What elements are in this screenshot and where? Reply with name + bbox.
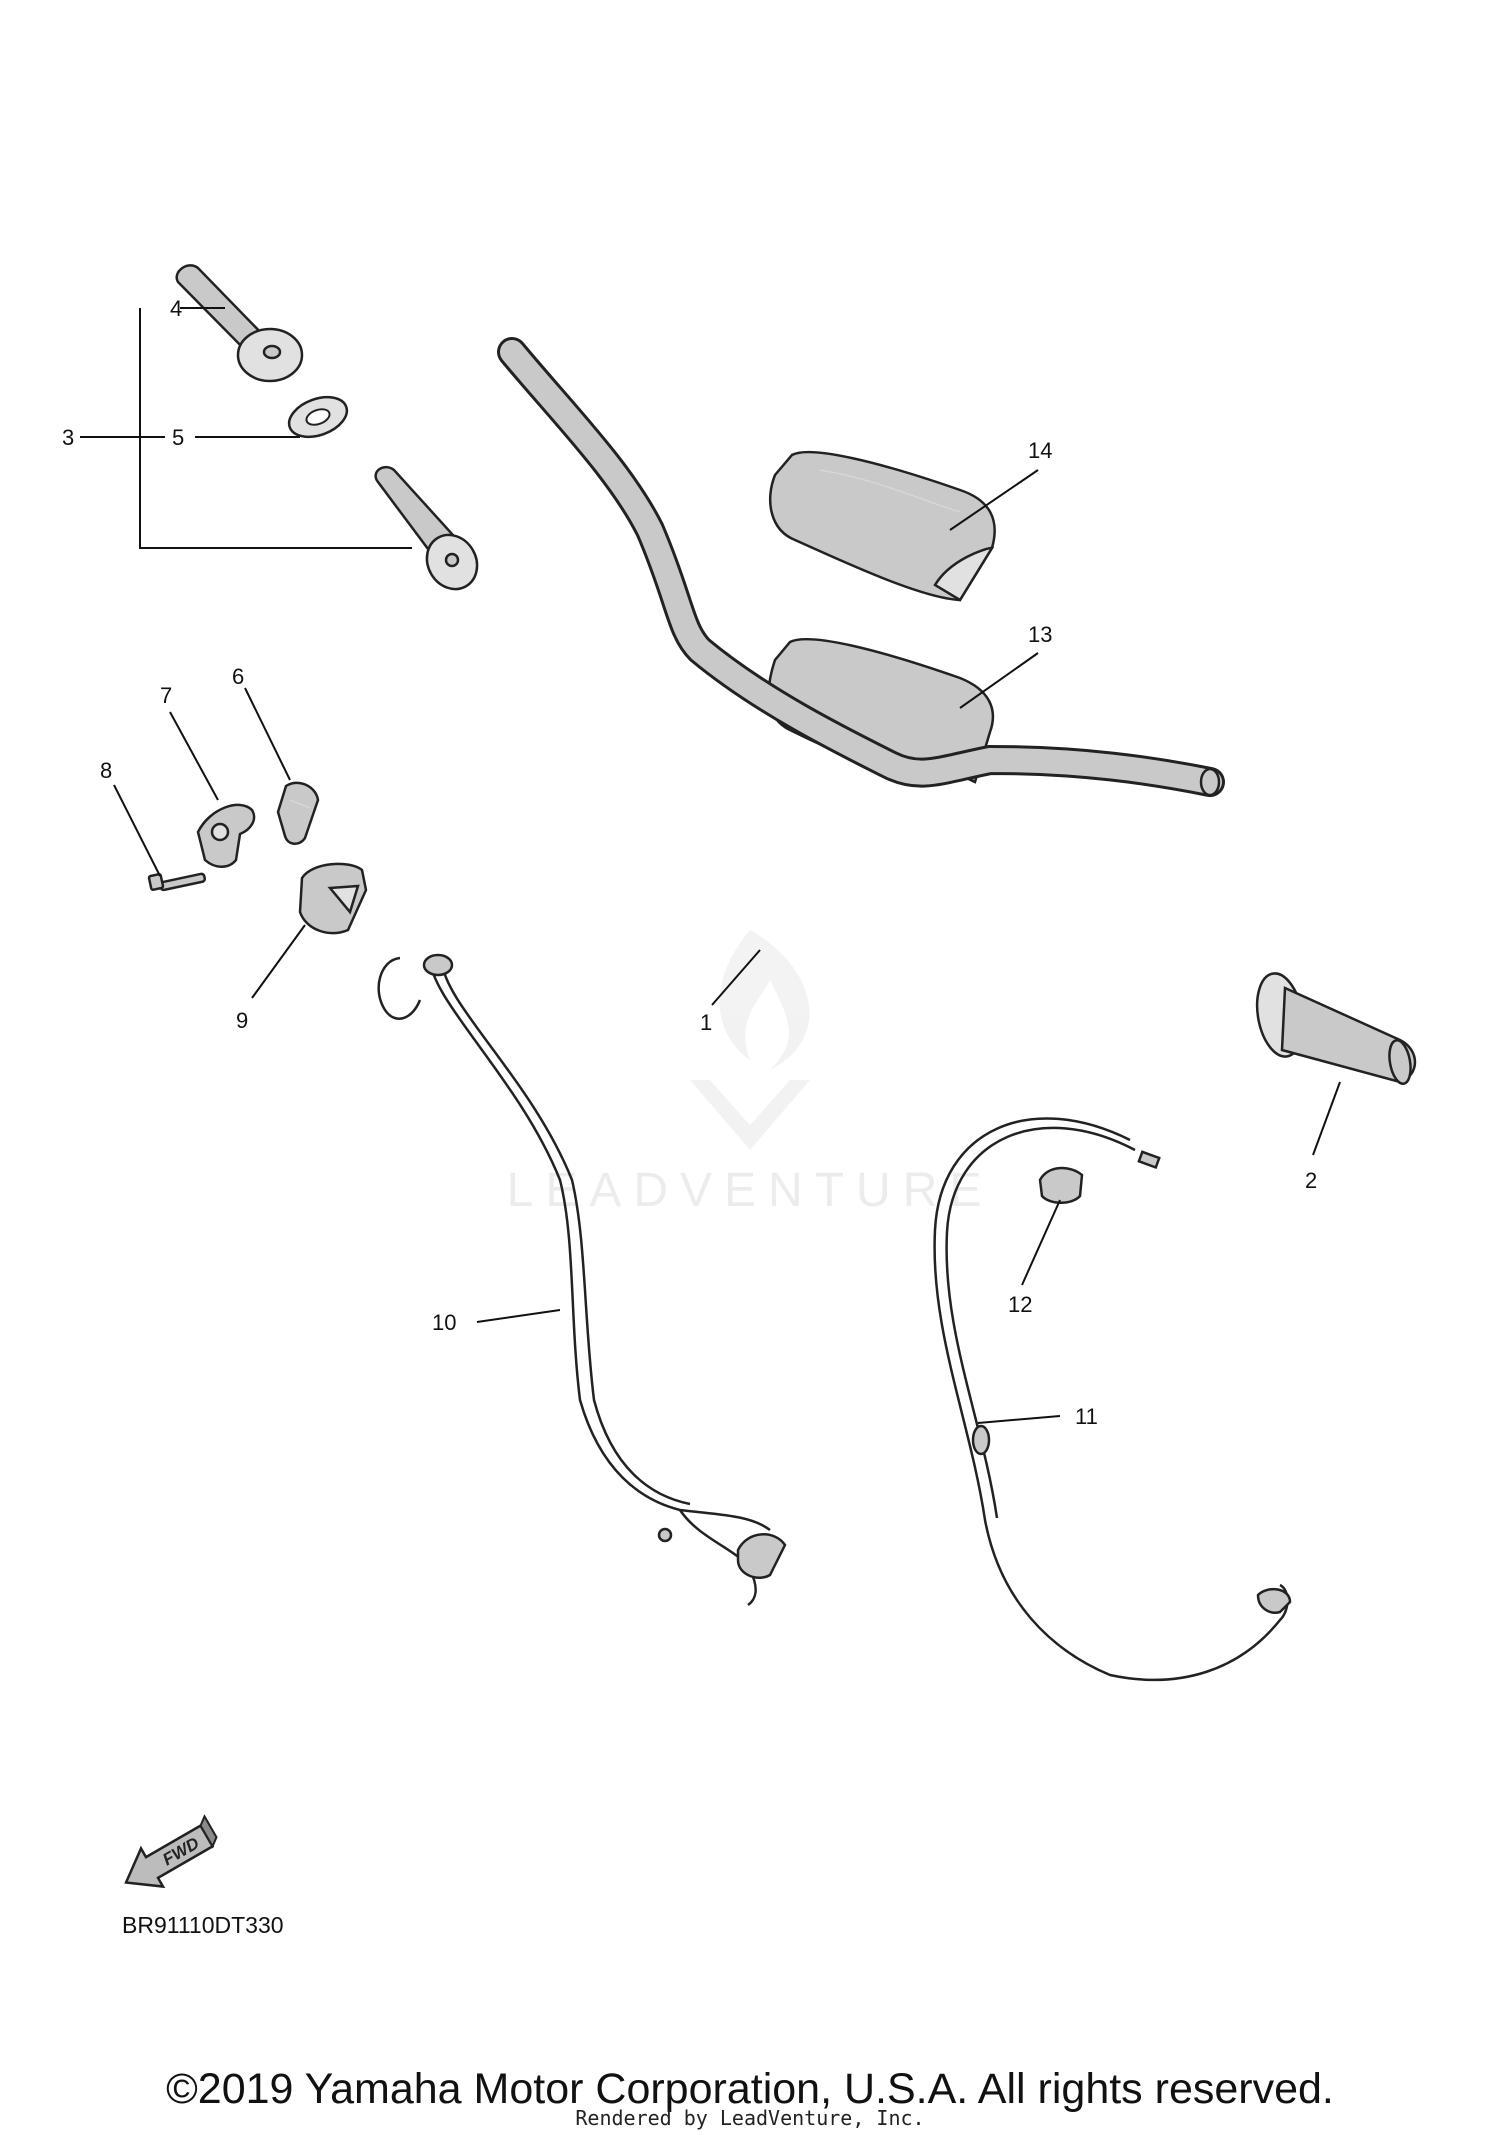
watermark-logo — [690, 930, 810, 1150]
fwd-arrow: FWD — [124, 1814, 218, 1889]
callout-14: 14 — [1028, 438, 1052, 463]
part-1-handlebar[interactable] — [497, 337, 1225, 797]
callout-1: 1 — [700, 1010, 712, 1035]
part-3-throttle-tube[interactable] — [374, 465, 487, 598]
callout-12: 12 — [1008, 1292, 1032, 1317]
part-10-cable[interactable] — [377, 953, 787, 1607]
rendered-by-notice: Rendered by LeadVenture, Inc. — [575, 2106, 925, 2130]
callout-7: 7 — [160, 683, 172, 708]
callout-4: 4 — [170, 296, 182, 321]
part-11-cable[interactable] — [933, 1117, 1292, 1682]
part-7-clamp[interactable] — [196, 803, 256, 868]
part-2-grip-right[interactable] — [1251, 970, 1417, 1086]
part-12-fitting[interactable] — [1038, 1166, 1084, 1204]
callout-labels: 1 2 3 4 5 6 7 8 9 10 11 12 13 14 — [62, 296, 1317, 1429]
part-9-switch[interactable] — [298, 862, 368, 935]
callout-11: 11 — [1075, 1404, 1098, 1429]
callout-8: 8 — [100, 758, 112, 783]
watermark-text: LEADVENTURE — [506, 1164, 994, 1217]
diagram-code: BR91110DT330 — [122, 1912, 284, 1938]
part-14-handlebar-pad[interactable] — [768, 450, 996, 602]
part-8-bolt[interactable] — [147, 872, 207, 892]
callout-3: 3 — [62, 425, 74, 450]
leader-lines — [80, 307, 1341, 1424]
part-6-clamp[interactable] — [276, 781, 320, 845]
callout-5: 5 — [172, 425, 184, 450]
part-5-washer[interactable] — [284, 390, 353, 444]
callout-6: 6 — [232, 664, 244, 689]
callout-9: 9 — [236, 1008, 248, 1033]
callout-10: 10 — [432, 1310, 456, 1335]
part-4-grip[interactable] — [175, 264, 304, 383]
callout-13: 13 — [1028, 622, 1052, 647]
callout-2: 2 — [1305, 1168, 1317, 1193]
copyright-notice: ©2019 Yamaha Motor Corporation, U.S.A. A… — [166, 2065, 1334, 2113]
